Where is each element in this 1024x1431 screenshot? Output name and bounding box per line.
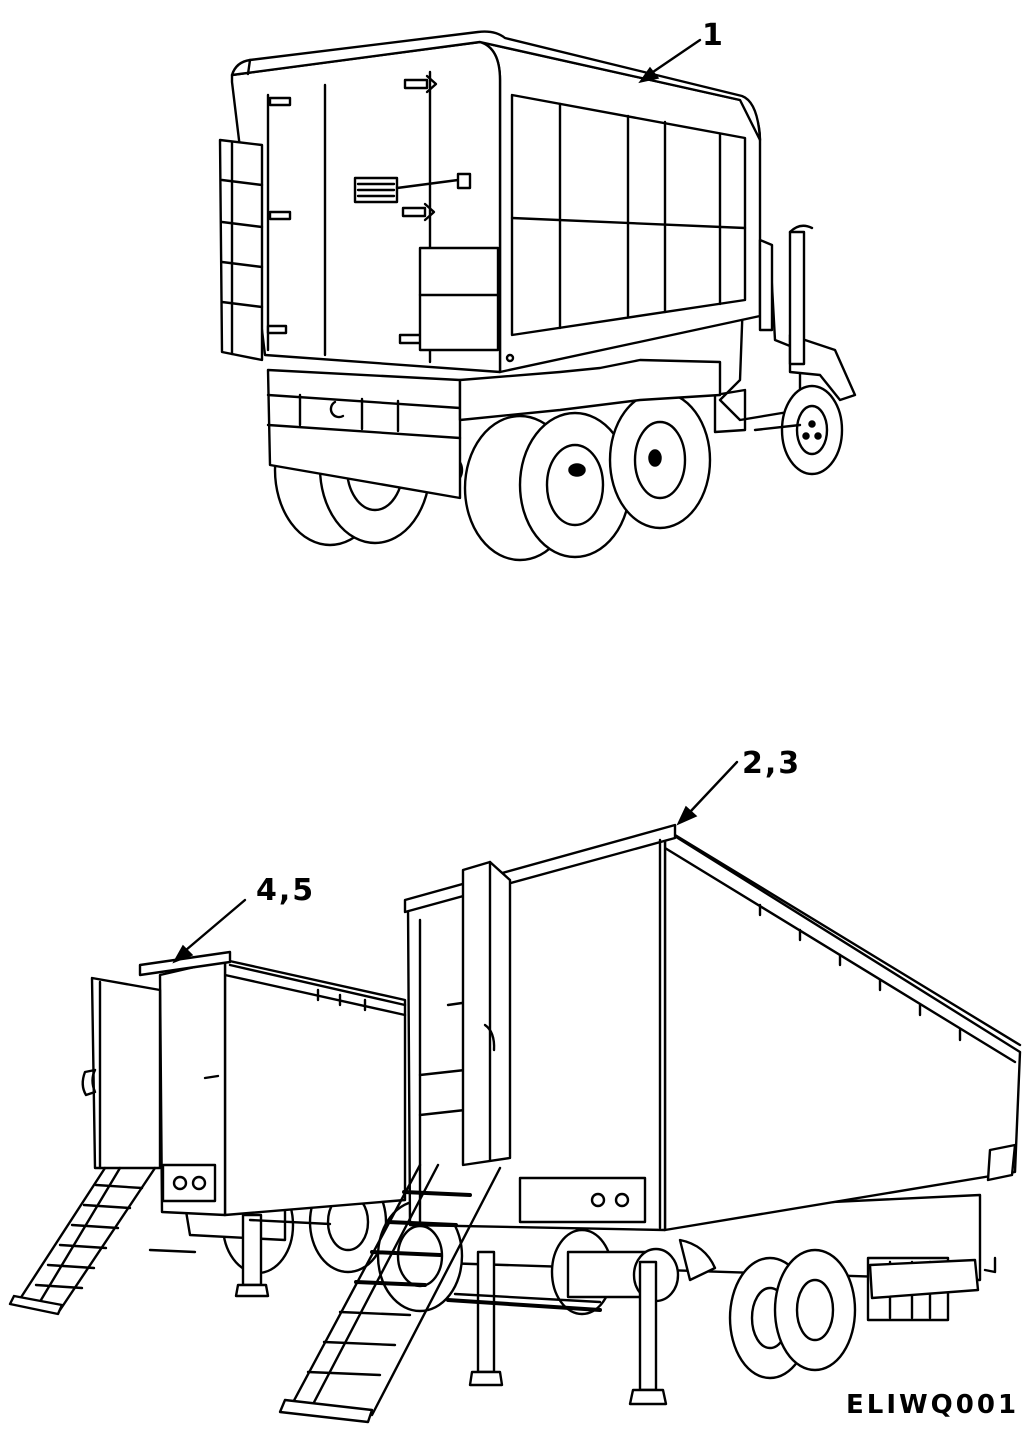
callout-1-label: 1 [702, 18, 725, 53]
shelter-box [218, 30, 774, 374]
callout-1-leader [638, 38, 702, 84]
figure-identifier: ELIWQ001 [846, 1390, 1020, 1420]
large-semitrailer-van [248, 760, 1022, 1424]
small-semitrailer-van [8, 898, 407, 1316]
truck-cab [713, 224, 857, 476]
callout-4-5-label: 4,5 [256, 873, 316, 908]
callout-2-3-label: 2,3 [742, 746, 802, 781]
truck-chassis [266, 358, 722, 500]
cargo-truck-with-shelter [218, 30, 857, 562]
